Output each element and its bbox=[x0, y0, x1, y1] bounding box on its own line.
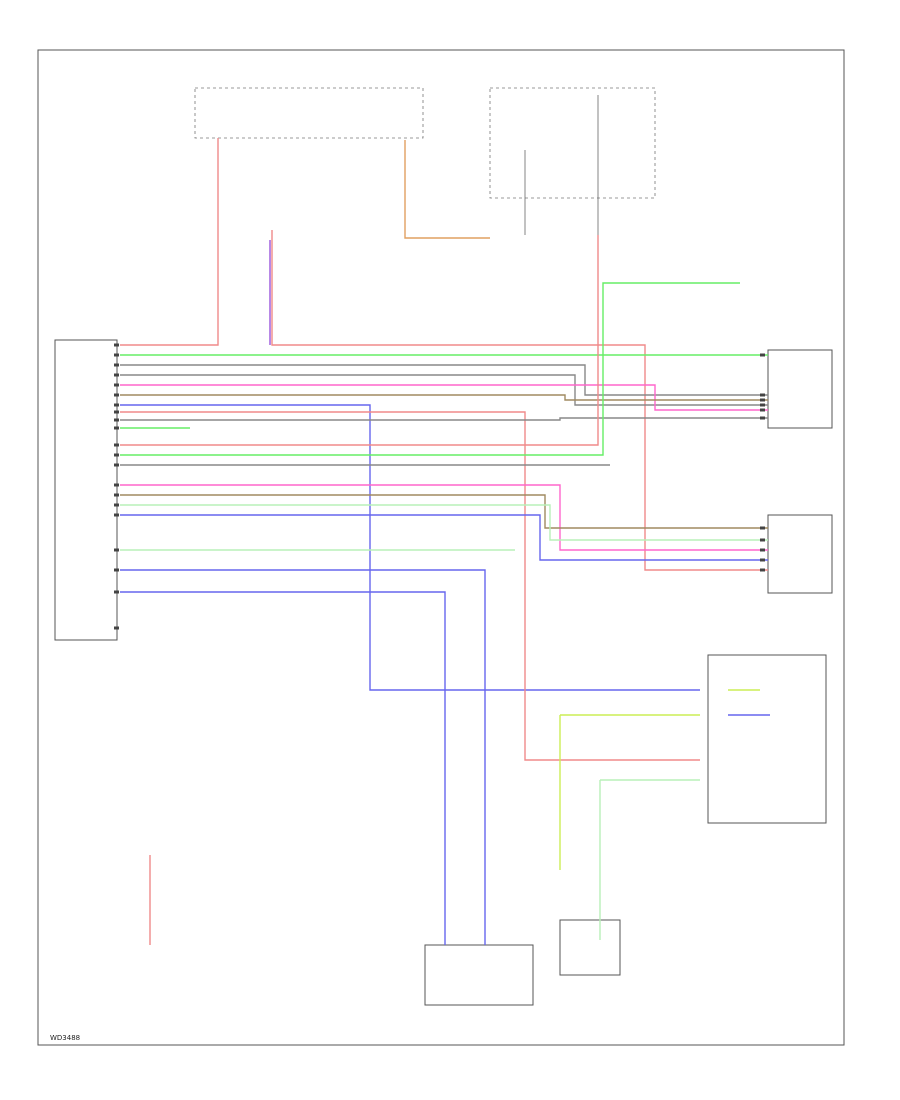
connector-pin bbox=[760, 408, 765, 412]
connector-pin bbox=[114, 568, 119, 572]
wire-blue-4 bbox=[120, 591, 446, 945]
wire-blue-1 bbox=[120, 404, 700, 691]
connector-pin bbox=[114, 548, 119, 552]
wire-pink-1 bbox=[120, 384, 768, 411]
connector-pin bbox=[760, 393, 765, 397]
connector-pin bbox=[114, 463, 119, 467]
wire-gray-3 bbox=[120, 417, 768, 421]
connector-pin bbox=[114, 443, 119, 447]
connector-pin bbox=[760, 538, 765, 542]
connector-pin bbox=[760, 416, 765, 420]
connector-pin bbox=[114, 353, 119, 357]
front-impact-sensor-box bbox=[424, 944, 534, 1006]
connector-pin bbox=[114, 343, 119, 347]
wire-red-2 bbox=[271, 230, 768, 571]
connector-pin bbox=[114, 483, 119, 487]
connector-pin bbox=[114, 626, 119, 630]
connector-pin bbox=[114, 393, 119, 397]
connector-pin bbox=[114, 363, 119, 367]
wire-red-4 bbox=[120, 235, 599, 446]
wire-lgreen-1 bbox=[120, 504, 768, 541]
driver-side-sensor-box bbox=[767, 349, 833, 429]
connector-pin bbox=[114, 513, 119, 517]
wire-pink-2 bbox=[120, 484, 768, 551]
connector-pin bbox=[114, 590, 119, 594]
wire-orange-1 bbox=[404, 140, 490, 239]
connector-pin bbox=[114, 418, 119, 422]
seat-belt-tensioner-box bbox=[707, 654, 827, 824]
connector-pin bbox=[760, 403, 765, 407]
wire-brown-1 bbox=[120, 394, 768, 401]
connector-pin bbox=[114, 373, 119, 377]
connector-pin bbox=[760, 558, 765, 562]
connector-pin bbox=[114, 426, 119, 430]
connector-pin bbox=[760, 398, 765, 402]
srs-unit-box bbox=[54, 339, 118, 641]
connector-pin bbox=[114, 403, 119, 407]
fuse-box-right bbox=[489, 87, 656, 199]
connector-pin bbox=[114, 410, 119, 414]
wire-gray-1 bbox=[120, 364, 768, 396]
connector-ticks bbox=[114, 343, 765, 630]
wire-red-3 bbox=[120, 411, 700, 761]
wire-red-1 bbox=[120, 138, 219, 346]
connector-pin bbox=[760, 568, 765, 572]
connector-pin bbox=[114, 493, 119, 497]
connector-pin bbox=[760, 353, 765, 357]
wire-gray-2 bbox=[120, 374, 768, 406]
footer-code: WD3488 bbox=[50, 1034, 80, 1042]
occupant-sensor-box bbox=[559, 919, 621, 976]
connector-pin bbox=[114, 383, 119, 387]
connector-pin bbox=[114, 503, 119, 507]
connector-pin bbox=[760, 526, 765, 530]
connector-pin bbox=[114, 453, 119, 457]
wires bbox=[120, 138, 770, 945]
wire-brown-2 bbox=[120, 494, 768, 529]
wire-blue-3 bbox=[120, 569, 486, 945]
connector-pin bbox=[760, 548, 765, 552]
diagram-frame bbox=[37, 49, 845, 1046]
fuse-box-left bbox=[194, 87, 424, 139]
passenger-side-sensor-box bbox=[767, 514, 833, 594]
wire-blue-2 bbox=[120, 514, 768, 561]
wire-green-3 bbox=[120, 282, 740, 456]
